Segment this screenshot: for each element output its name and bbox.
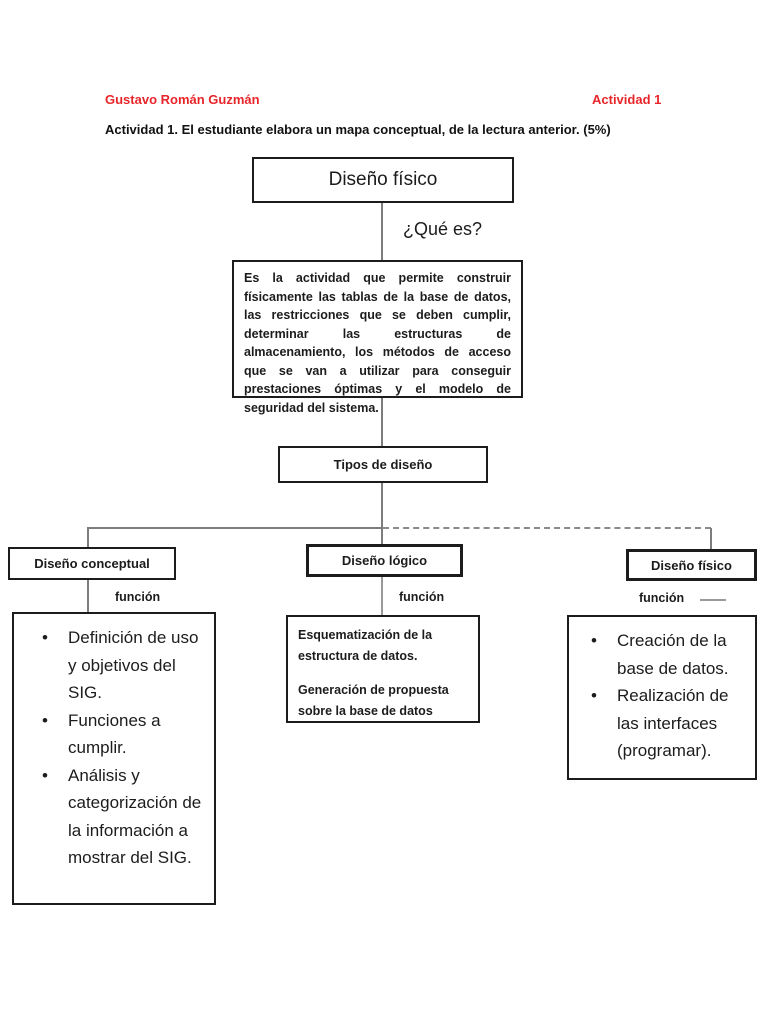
- funcion-label-logico: función: [399, 590, 445, 604]
- funcion-label-fisico: función: [639, 591, 685, 605]
- node-root-diseno-fisico: Diseño físico: [252, 157, 514, 203]
- author-name: Gustavo Román Guzmán: [105, 92, 260, 107]
- instruction-text: Actividad 1. El estudiante elabora un ma…: [105, 122, 611, 137]
- node-tipos-de-diseno: Tipos de diseño: [278, 446, 488, 483]
- connector-horizontal-right: [383, 527, 711, 529]
- list-item: Definición de uso y objetivos del SIG.: [28, 624, 208, 707]
- connector-logico-detail: [381, 577, 383, 616]
- detail-box-conceptual: Definición de uso y objetivos del SIG. F…: [12, 612, 216, 905]
- connector-drop-fisico: [710, 528, 712, 550]
- connector-tipos-junction: [381, 483, 383, 529]
- connector-drop-logico: [381, 527, 383, 545]
- logico-paragraph: Esquematización de la estructura de dato…: [298, 628, 433, 663]
- node-diseno-logico: Diseño lógico: [306, 544, 463, 577]
- funcion-label-conceptual: función: [115, 590, 161, 604]
- list-item: Funciones a cumplir.: [28, 707, 208, 762]
- detail-box-logico: Esquematización de la estructura de dato…: [286, 615, 480, 723]
- conceptual-function-list: Definición de uso y objetivos del SIG. F…: [28, 624, 208, 872]
- activity-label: Actividad 1: [592, 92, 662, 107]
- connector-definition-tipos: [381, 398, 383, 446]
- connector-horizontal-left: [88, 527, 383, 529]
- node-diseno-conceptual: Diseño conceptual: [8, 547, 176, 580]
- node-diseno-fisico-branch: Diseño físico: [626, 549, 757, 581]
- connector-conceptual-detail: [87, 580, 89, 613]
- definition-box: Es la actividad que permite construir fí…: [232, 260, 523, 415]
- node-tipos-label: Tipos de diseño: [333, 457, 433, 472]
- list-item: Realización de las interfaces (programar…: [577, 682, 751, 765]
- list-item: Análisis y categorización de la informac…: [28, 762, 208, 872]
- definition-text: Es la actividad que permite construir fí…: [244, 271, 511, 415]
- funcion-fisico-dash: [700, 599, 726, 601]
- detail-box-fisico: Creación de la base de datos. Realizació…: [567, 615, 757, 780]
- question-label: ¿Qué es?: [403, 219, 483, 239]
- node-diseno-conceptual-label: Diseño conceptual: [34, 556, 150, 571]
- connector-drop-conceptual: [87, 527, 89, 548]
- node-diseno-fisico-branch-label: Diseño físico: [651, 557, 732, 573]
- list-item: Creación de la base de datos.: [577, 627, 751, 682]
- logico-paragraph: Generación de propuesta sobre la base de…: [298, 683, 449, 718]
- fisico-function-list: Creación de la base de datos. Realizació…: [577, 627, 751, 765]
- node-diseno-logico-label: Diseño lógico: [341, 553, 428, 568]
- node-root-label: Diseño físico: [328, 169, 438, 190]
- connector-root-definition: [381, 203, 383, 261]
